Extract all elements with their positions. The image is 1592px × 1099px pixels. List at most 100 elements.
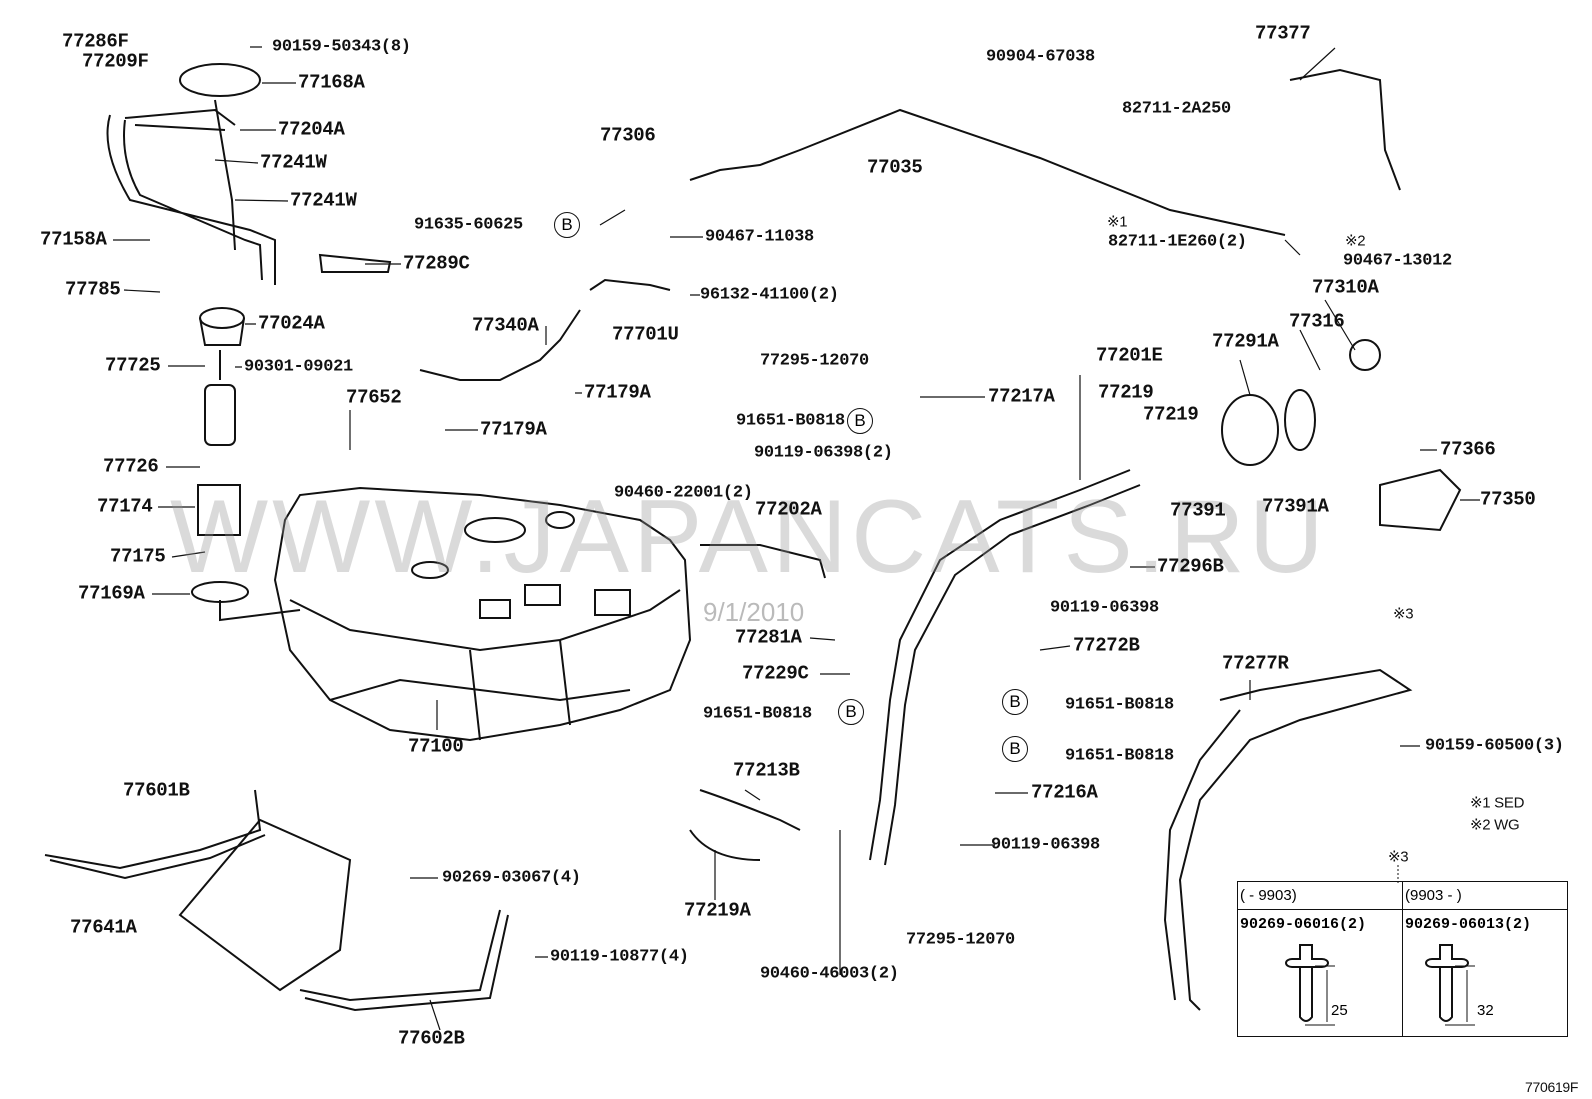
ref-circle-b: B [1002, 736, 1028, 762]
part-label: 77286F [62, 30, 129, 53]
part-label: 77289C [403, 252, 470, 275]
part-label: 96132-41100(2) [700, 285, 839, 305]
part-label: 77174 [97, 495, 153, 518]
part-label: 77219A [684, 899, 751, 922]
part-label: 77391A [1262, 495, 1329, 518]
part-label: 77601B [123, 779, 190, 802]
note-sedan: ※1 SED [1470, 794, 1525, 812]
part-label: 90460-22001(2) [614, 483, 753, 503]
part-label: 90119-10877(4) [550, 947, 689, 967]
table-header: ( - 9903) [1237, 881, 1403, 910]
part-label: 90119-06398 [1050, 598, 1159, 618]
part-label: 77785 [65, 278, 121, 301]
part-label: 77652 [346, 386, 402, 409]
part-label: 77209F [82, 50, 149, 73]
part-label: 91651-B0818 [703, 704, 812, 724]
part-label: 77306 [600, 124, 656, 147]
filler-pipe-drawing [419, 68, 1462, 1011]
ref-circle-b: B [1002, 689, 1028, 715]
ref-circle-b: B [838, 699, 864, 725]
part-label: 91651-B0818 [736, 411, 845, 431]
part-label: 77216A [1031, 781, 1098, 804]
part-label: 77296B [1157, 555, 1224, 578]
fuel-pump-drawing [106, 63, 392, 622]
part-label: 77377 [1255, 22, 1311, 45]
part-label: 90467-11038 [705, 227, 814, 247]
part-label: 90904-67038 [986, 47, 1095, 67]
part-label: 77179A [584, 381, 651, 404]
note-ref: ※3 [1393, 605, 1414, 623]
ref-circle-b: B [847, 408, 873, 434]
dimension-label: 32 [1477, 1002, 1494, 1019]
part-label: 77241W [290, 189, 357, 212]
part-label: 77350 [1480, 488, 1536, 511]
part-label: 90159-50343(8) [272, 37, 411, 57]
part-label: 77291A [1212, 330, 1279, 353]
note-ref-3: ※3 [1388, 848, 1409, 866]
part-label: 77641A [70, 916, 137, 939]
note-wagon: ※2 WG [1470, 816, 1520, 834]
part-label: 90119-06398(2) [754, 443, 893, 463]
part-label: 90159-60500(3) [1425, 736, 1564, 756]
part-label: 77241W [260, 151, 327, 174]
part-label: 77310A [1312, 276, 1379, 299]
date-stamp: 9/1/2010 [703, 597, 805, 627]
part-label: 77391 [1170, 499, 1226, 522]
part-label: 90467-13012 [1343, 251, 1452, 271]
part-label: 77219 [1098, 381, 1154, 404]
part-label: 77213B [733, 759, 800, 782]
part-label: 90119-06398 [991, 835, 1100, 855]
table-cell: 90269-06013(2) 32 [1402, 909, 1568, 1037]
part-label: 82711-1E260(2) [1108, 232, 1247, 252]
part-label: 77201E [1096, 344, 1163, 367]
part-label: 77202A [755, 498, 822, 521]
part-label: 77725 [105, 354, 161, 377]
part-label: 91651-B0818 [1065, 746, 1174, 766]
leader-lines [113, 46, 1480, 1031]
part-label: 90460-46003(2) [760, 964, 899, 984]
part-label: 77277R [1222, 652, 1289, 675]
diagram-code: 770619F [1525, 1079, 1579, 1095]
part-label: 77340A [472, 314, 539, 337]
part-label: 77024A [258, 312, 325, 335]
part-label: 90301-09021 [244, 357, 353, 377]
watermark: WWW.JAPANCATS.RU [170, 479, 1328, 595]
part-number: 90269-06016(2) [1240, 916, 1367, 933]
part-label: 77169A [78, 582, 145, 605]
part-label: 77281A [735, 626, 802, 649]
part-label: 82711-2A250 [1122, 99, 1231, 119]
part-label: 77229C [742, 662, 809, 685]
part-number: 90269-06013(2) [1405, 916, 1532, 933]
part-label: 77217A [988, 385, 1055, 408]
table-cell: 90269-06016(2) 25 [1237, 909, 1403, 1037]
bracket-drawing [44, 789, 509, 1012]
part-label: 77179A [480, 418, 547, 441]
part-label: 77168A [298, 71, 365, 94]
part-label: 77272B [1073, 634, 1140, 657]
fuel-tank-drawing [273, 486, 692, 742]
part-label: 77316 [1289, 310, 1345, 333]
ref-circle-b: B [554, 212, 580, 238]
part-label: 77366 [1440, 438, 1496, 461]
note-ref: ※1 [1107, 213, 1128, 231]
part-label: 77035 [867, 156, 923, 179]
part-label: 77100 [408, 735, 464, 758]
part-label: 77295-12070 [906, 930, 1015, 950]
note-ref: ※2 [1345, 232, 1366, 250]
part-label: 77726 [103, 455, 159, 478]
part-label: 77158A [40, 228, 107, 251]
part-label: 91651-B0818 [1065, 695, 1174, 715]
part-label: 77204A [278, 118, 345, 141]
part-label: 90269-03067(4) [442, 868, 581, 888]
part-label: 91635-60625 [414, 215, 523, 235]
part-label: 77175 [110, 545, 166, 568]
part-label: 77701U [612, 323, 679, 346]
dimension-label: 25 [1331, 1002, 1348, 1019]
part-label: 77602B [398, 1027, 465, 1050]
part-label: 77219 [1143, 403, 1199, 426]
table-header: (9903 - ) [1402, 881, 1568, 910]
clip-variant-table: ( - 9903) (9903 - ) 90269-06016(2) 25 902… [1237, 881, 1568, 1037]
part-label: 77295-12070 [760, 351, 869, 371]
